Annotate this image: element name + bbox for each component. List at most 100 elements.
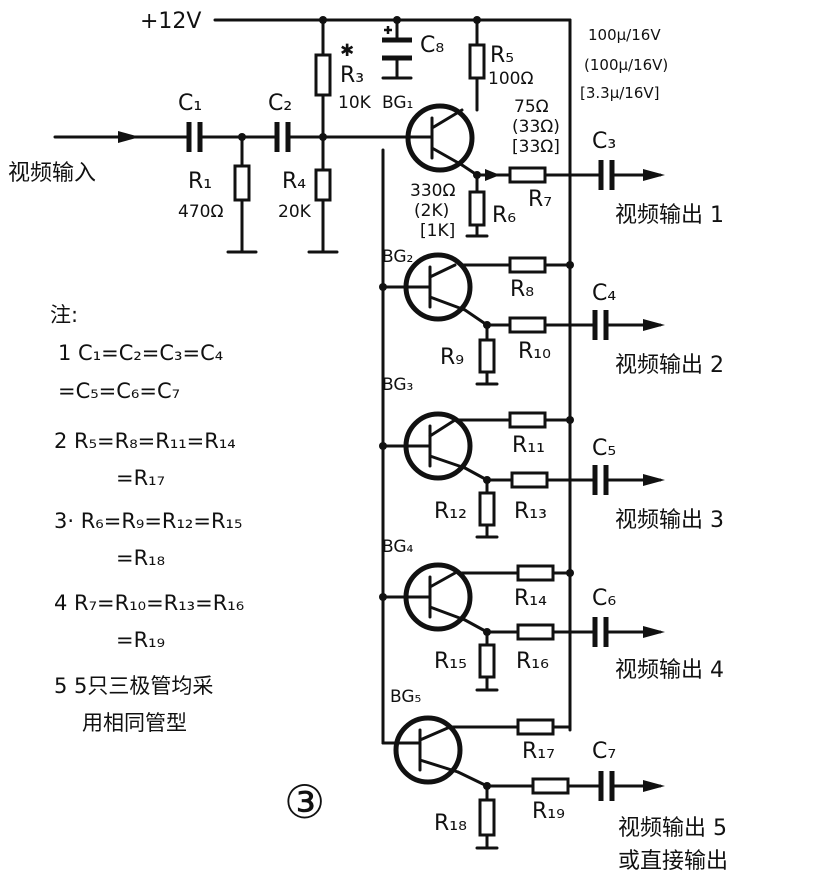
r3-value: 10K [338,93,372,113]
note-line-7: 4 R₇=R₁₀=R₁₃=R₁₆ [54,591,244,615]
r17-label: R₁₇ [522,739,555,764]
output-4-label: 视频输出 4 [615,658,724,683]
bg3-label: BG₃ [382,375,413,395]
resistor-r17 [516,718,555,736]
note-line-3: 2 R₅=R₈=R₁₁=R₁₄ [54,429,236,453]
resistor-r8 [508,256,547,274]
c1-label: C₁ [178,91,202,116]
resistor-r9 [478,338,496,374]
supply-label: +12V [140,9,201,34]
r3-mark: ✱ [340,41,354,61]
r15-label: R₁₅ [434,649,467,674]
transistor-bg5 [393,715,463,785]
r12-label: R₁₂ [434,499,467,524]
capacitor-c7 [598,771,615,801]
notes-block: 注: 1 C₁=C₂=C₃=C₄ =C₅=C₆=C₇ 2 R₅=R₈=R₁₁=R… [50,303,244,735]
c8-label: C₈ [420,33,444,58]
r5-value: 100Ω [488,69,533,89]
cap-rating-3: [3.3μ/16V] [580,84,660,102]
transistor-bg2 [403,252,473,322]
capacitor-c3 [598,160,615,190]
note-line-1: 1 C₁=C₂=C₃=C₄ [58,341,223,365]
output-2-label: 视频输出 2 [615,353,724,378]
capacitor-c6 [592,617,609,647]
bg4-label: BG₄ [382,537,414,557]
output-5-label: 视频输出 5 [618,816,727,841]
note-line-4: =R₁₇ [116,466,165,490]
labels: +12V 视频输入 C₁ C₂ C₈ C₃ C₄ C₅ C₆ C₇ R₁ 470… [8,9,728,874]
r6-value-1: 330Ω [410,181,455,201]
r1-label: R₁ [188,169,212,194]
r13-label: R₁₃ [514,499,547,524]
note-line-6: =R₁₈ [116,546,165,570]
capacitor-c8 [382,26,412,61]
resistor-r16 [516,623,555,641]
note-line-10: 用相同管型 [82,711,187,735]
capacitors [186,26,615,801]
capacitor-c2 [274,122,291,152]
input-label: 视频输入 [8,161,96,186]
transistor-bg1 [405,103,475,173]
resistor-r19 [531,777,570,795]
resistor-r13 [510,471,549,489]
r16-label: R₁₆ [516,649,549,674]
cap-rating-1: 100μ/16V [588,26,661,44]
resistor-r18 [478,798,496,837]
r7-value-3: [33Ω] [512,137,560,157]
r10-label: R₁₀ [518,339,551,364]
r1-value: 470Ω [178,202,223,222]
r6-value-2: (2K) [414,201,449,221]
bg2-label: BG₂ [382,247,413,267]
resistor-r3 [314,53,332,97]
r9-label: R₉ [440,345,464,370]
resistor-r4 [314,168,332,202]
r4-label: R₄ [282,169,306,194]
note-line-8: =R₁₉ [116,628,165,652]
resistor-r5 [468,43,486,80]
figure-number: ③ [284,775,325,829]
c7-label: C₇ [592,739,616,764]
transistor-bg4 [403,562,473,632]
c3-label: C₃ [592,129,616,154]
resistor-r11 [508,411,547,429]
transistor-bg3 [403,411,473,481]
c2-label: C₂ [268,91,292,116]
ground-symbols [226,76,499,850]
r8-label: R₈ [510,277,534,302]
r7-value-1: 75Ω [514,97,549,117]
r6-value-3: [1K] [420,221,455,241]
r11-label: R₁₁ [512,433,545,458]
capacitor-c5 [592,465,609,495]
resistor-r10 [508,316,547,334]
c5-label: C₅ [592,436,616,461]
r5-label: R₅ [490,43,514,68]
r3-label: R₃ [340,63,364,88]
c4-label: C₄ [592,281,616,306]
r14-label: R₁₄ [514,586,547,611]
resistor-r6 [468,190,486,227]
arrow-icons [118,131,665,792]
resistor-r14 [516,564,555,582]
resistors [233,43,570,837]
resistor-r12 [478,491,496,527]
r4-value: 20K [278,202,312,222]
notes-title: 注: [50,303,78,327]
r7-label: R₇ [528,187,552,212]
bg1-label: BG₁ [382,93,413,113]
output-1-label: 视频输出 1 [615,203,724,228]
output-3-label: 视频输出 3 [615,508,724,533]
r7-value-2: (33Ω) [512,117,560,137]
resistor-r7 [508,166,547,184]
c6-label: C₆ [592,586,616,611]
bg5-label: BG₅ [390,687,421,707]
r18-label: R₁₈ [434,811,467,836]
note-line-2: =C₅=C₆=C₇ [58,379,180,403]
r6-label: R₆ [492,203,516,228]
r19-label: R₁₉ [532,799,565,824]
junction-dots [238,16,574,790]
resistor-r1 [233,164,251,202]
capacitor-c1 [186,122,203,152]
output-5-alt-label: 或直接输出 [618,849,728,874]
note-line-9: 5 5只三极管均采 [54,674,213,698]
